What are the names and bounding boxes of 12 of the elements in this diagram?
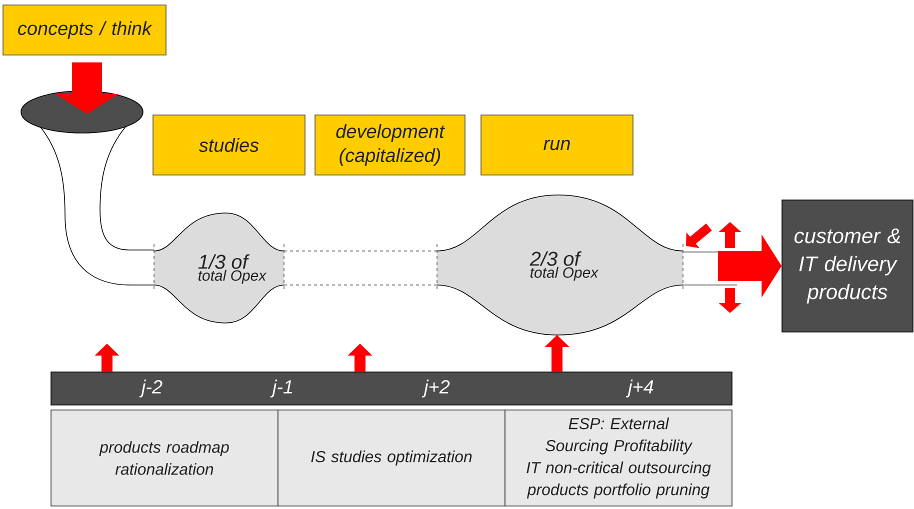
timeline-bar: j-2 j-1 j+2 j+4 bbox=[50, 372, 732, 406]
label-box: concepts / think bbox=[2, 4, 166, 56]
label-box: run bbox=[480, 114, 634, 176]
table-cell: products roadmap rationalization bbox=[50, 410, 278, 506]
bulb: 1/3 of total Opex bbox=[154, 212, 284, 324]
output-box: customer & IT delivery products bbox=[782, 200, 914, 332]
table-cell: ESP: External Sourcing Profitability IT non-critical outsourcing products portfolio pruning bbox=[504, 410, 732, 506]
table-cell: IS studies optimization bbox=[278, 410, 506, 506]
label-box: studies bbox=[152, 114, 306, 176]
bulb: 2/3 of total Opex bbox=[436, 194, 684, 336]
pipe bbox=[284, 250, 438, 286]
label-box: development (capitalized) bbox=[314, 114, 466, 176]
